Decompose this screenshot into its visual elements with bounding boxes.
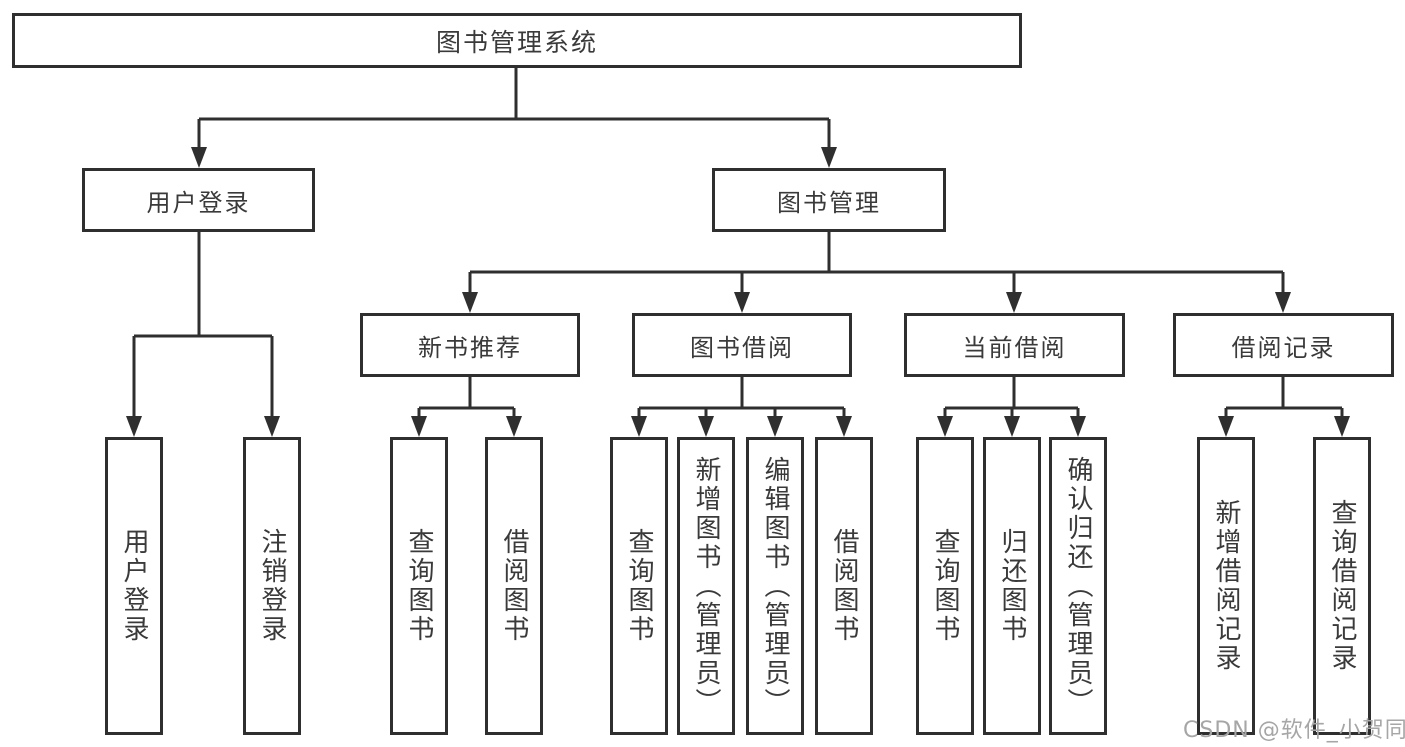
node-label: 归还图书 [997,528,1027,644]
arrowheads [126,147,1350,437]
node-label: 用户登录 [119,528,149,644]
leaf-confirm-return-admin: 确认归还（管理员） [1049,437,1107,735]
node-label: 新书推荐 [418,333,522,362]
node-label: 查询图书 [404,528,434,644]
leaf-borrow-books-recommendation: 借阅图书 [485,437,543,735]
node-label: 借阅图书 [499,528,529,644]
leaf-add-borrow-record: 新增借阅记录 [1197,437,1255,735]
node-label: 用户登录 [146,188,251,217]
leaf-query-borrow-record: 查询借阅记录 [1313,437,1371,735]
node-label: 借阅记录 [1231,333,1336,362]
node-new-book-recommendation: 新书推荐 [360,313,580,377]
leaf-query-books-borrowing: 查询图书 [610,437,668,735]
node-label: 新增图书（管理员） [691,455,721,717]
leaf-user-login: 用户登录 [105,437,163,735]
node-label: 图书管理 [777,188,881,217]
node-label: 借阅图书 [829,528,859,644]
node-label: 确认归还（管理员） [1063,455,1093,717]
node-book-borrowing: 图书借阅 [632,313,852,377]
leaf-edit-book-admin: 编辑图书（管理员） [746,437,804,735]
watermark: CSDN @软件_小贺同学 [1183,718,1405,743]
node-library-management-system: 图书管理系统 [12,13,1022,68]
node-label: 图书管理系统 [435,27,598,57]
leaf-borrow-books: 借阅图书 [815,437,873,735]
node-label: 编辑图书（管理员） [760,455,790,717]
node-label: 新增借阅记录 [1211,499,1241,673]
leaf-add-book-admin: 新增图书（管理员） [677,437,735,735]
node-label: 图书借阅 [690,333,794,362]
node-label: 查询借阅记录 [1327,499,1357,673]
leaf-query-books-current: 查询图书 [916,437,974,735]
leaf-logout: 注销登录 [243,437,301,735]
node-user-login: 用户登录 [82,168,315,232]
leaf-query-books-recommendation: 查询图书 [390,437,448,735]
node-current-borrowing: 当前借阅 [904,313,1125,377]
node-book-management: 图书管理 [712,168,946,232]
node-label: 查询图书 [930,528,960,644]
node-label: 查询图书 [624,528,654,644]
leaf-return-books: 归还图书 [983,437,1041,735]
node-label: 注销登录 [257,528,287,644]
node-label: 当前借阅 [962,333,1067,362]
node-borrowing-records: 借阅记录 [1173,313,1394,377]
